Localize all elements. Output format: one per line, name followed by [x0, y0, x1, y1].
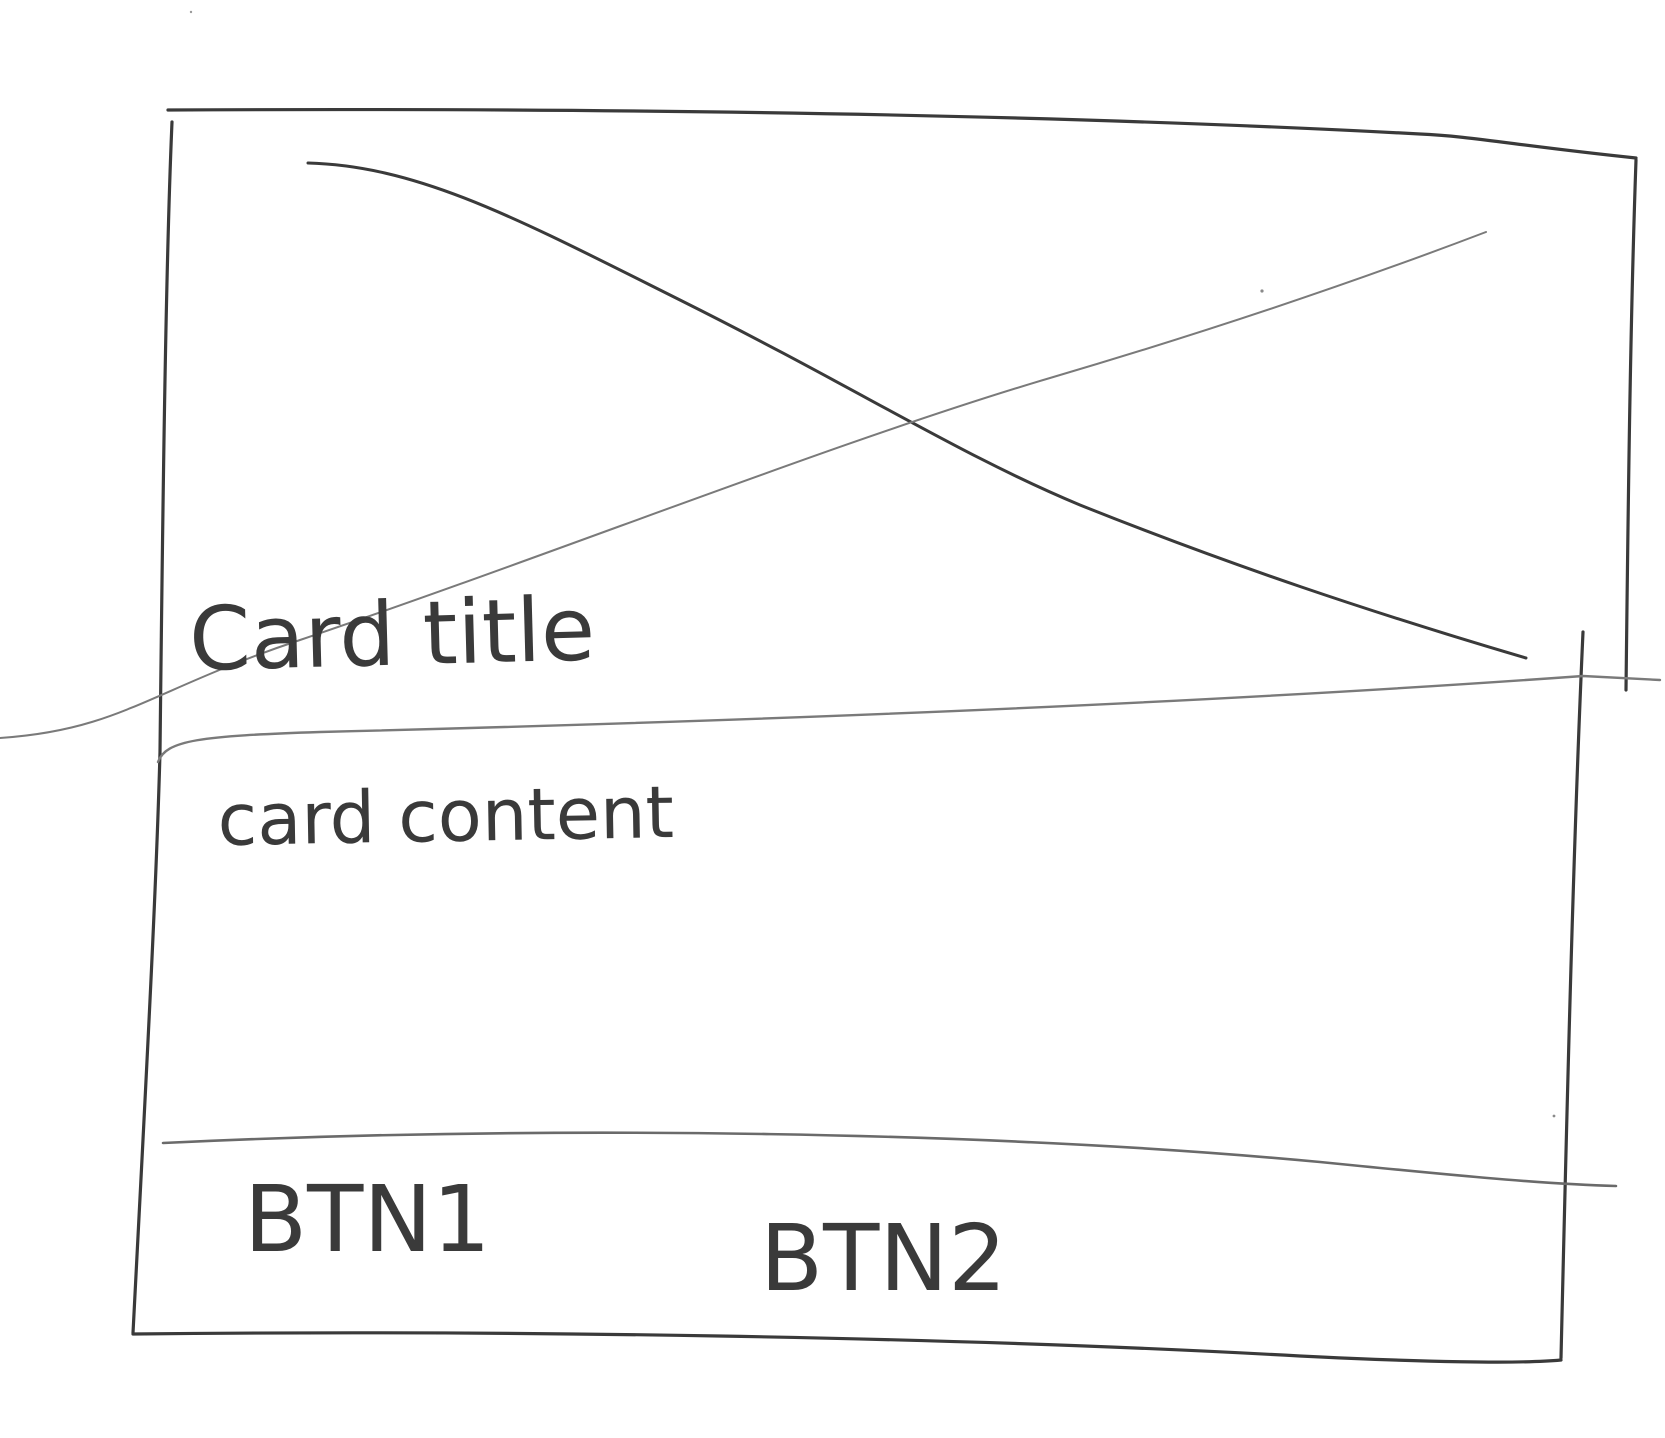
- image-placeholder-cross-stroke-2: [0, 231, 1487, 739]
- pencil-specks: [189, 10, 1556, 1118]
- card-frame-right-edge-upper: [1624, 158, 1638, 692]
- card-frame-left-edge: [131, 120, 174, 1335]
- card-frame-top-edge: [166, 107, 1638, 160]
- title-divider: [156, 674, 1662, 764]
- btn2-button[interactable]: BTN2: [760, 1205, 1007, 1312]
- pencil-speck: [189, 10, 193, 14]
- card-frame-right-edge-lower: [1559, 630, 1585, 1360]
- card-frame-bottom-edge: [131, 1331, 1563, 1364]
- card-content: card content: [217, 770, 675, 862]
- pencil-speck: [1552, 1114, 1556, 1118]
- image-placeholder-icon: [0, 161, 1528, 739]
- card-title: Card title: [188, 577, 596, 691]
- footer-divider: [161, 1131, 1618, 1188]
- card-frame: [131, 107, 1638, 1364]
- btn1-button[interactable]: BTN1: [244, 1166, 491, 1273]
- pencil-speck: [1260, 289, 1264, 293]
